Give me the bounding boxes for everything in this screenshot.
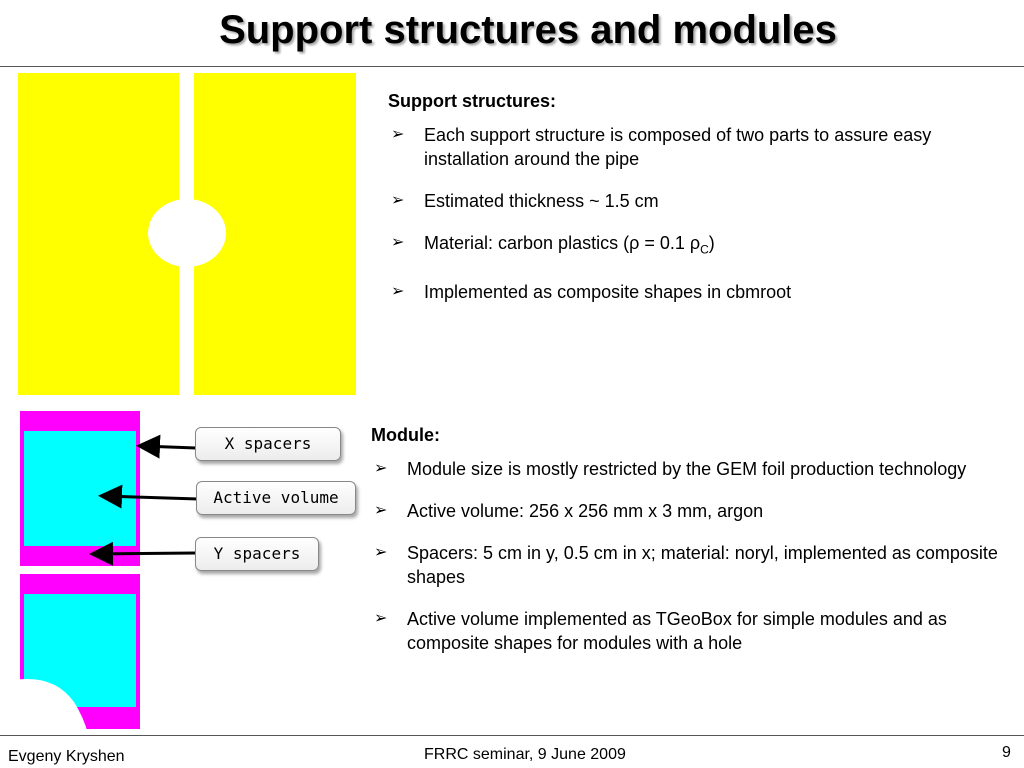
list-item-text: Module size is mostly restricted by the … [407, 459, 967, 479]
support-structures-panel: Support structures: ➢ Each support struc… [388, 89, 1008, 322]
list-item-text: Implemented as composite shapes in cbmro… [424, 281, 792, 302]
y-spacers-callout: Y spacers [195, 537, 319, 571]
list-item: ➢ Implemented as composite shapes in cbm… [388, 280, 1008, 304]
list-item: ➢ Estimated thickness ~ 1.5 cm [388, 189, 1008, 213]
y-spacers-arrow [89, 541, 197, 566]
active-volume-arrow [98, 484, 199, 509]
arrow-bullet-icon: ➢ [374, 544, 388, 561]
support-structures-heading: Support structures: [388, 91, 557, 111]
arrow-bullet-icon: ➢ [391, 126, 405, 143]
list-item: ➢ Each support structure is composed of … [388, 123, 1008, 171]
beam-pipe-hole [148, 199, 226, 267]
footer-page-number: 9 [1002, 744, 1011, 761]
list-item: ➢ Active volume implemented as TGeoBox f… [371, 607, 1011, 655]
x-spacers-callout: X spacers [195, 427, 341, 461]
arrow-bullet-icon: ➢ [374, 610, 388, 627]
list-item: ➢ Spacers: 5 cm in y, 0.5 cm in x; mater… [371, 541, 1011, 589]
list-item: ➢ Active volume: 256 x 256 mm x 3 mm, ar… [371, 499, 1011, 523]
x-spacers-arrow [136, 434, 197, 459]
arrow-bullet-icon: ➢ [391, 234, 405, 251]
support-structures-list: ➢ Each support structure is composed of … [388, 123, 1008, 304]
arrow-bullet-icon: ➢ [374, 502, 388, 519]
module-2-pipe-cutout [14, 678, 88, 734]
callout-arrows [89, 434, 199, 566]
title-divider [0, 66, 1024, 67]
list-item-text: Active volume: 256 x 256 mm x 3 mm, argo… [407, 501, 764, 521]
footer-divider [0, 735, 1024, 736]
active-volume-callout: Active volume [196, 481, 356, 515]
module-list: ➢ Module size is mostly restricted by th… [371, 457, 1011, 655]
list-item-text: Each support structure is composed of tw… [424, 125, 932, 169]
list-item: ➢ Material: carbon plastics (ρ = 0.1 ρC) [388, 231, 1008, 262]
list-item-text: Estimated thickness ~ 1.5 cm [424, 191, 659, 211]
material-close-paren: ) [708, 233, 715, 253]
footer-event: FRRC seminar, 9 June 2009 [424, 746, 626, 763]
footer-author: Evgeny Kryshen [8, 748, 125, 765]
material-subscript: C [700, 242, 709, 257]
list-item: ➢ Module size is mostly restricted by th… [371, 457, 1011, 481]
arrow-bullet-icon: ➢ [391, 282, 405, 300]
module-panel: Module: ➢ Module size is mostly restrict… [371, 423, 1011, 673]
list-item-text: Spacers: 5 cm in y, 0.5 cm in x; materia… [407, 543, 998, 587]
arrow-bullet-icon: ➢ [374, 460, 388, 477]
list-item-text: Material: carbon plastics (ρ = 0.1 ρ [424, 233, 701, 253]
slide-title: Support structures and modules [219, 8, 837, 52]
module-heading: Module: [371, 425, 440, 445]
list-item-text: Active volume implemented as TGeoBox for… [407, 609, 947, 653]
arrow-bullet-icon: ➢ [391, 192, 405, 209]
